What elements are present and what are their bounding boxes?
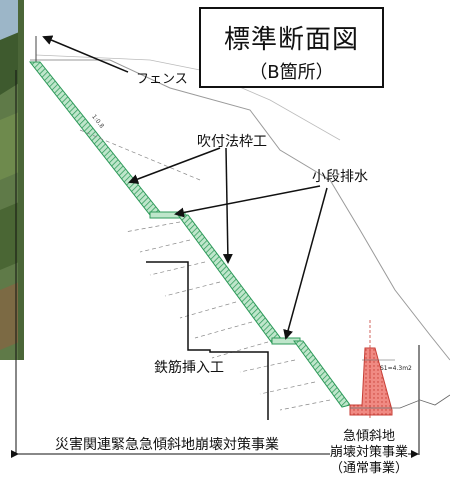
page-subtitle: （B箇所） [249,62,334,83]
label-fence: フェンス [136,72,188,87]
retaining-wall [349,347,393,416]
label-kyukeisha-project: 急傾斜地 崩壊対策事業 （通常事業） [330,429,409,477]
slope-frame-lower [177,214,283,344]
label-kyu-line2: 崩壊対策事業 [330,445,409,460]
title-box: 標準断面図 （B箇所） [199,7,384,88]
slope-frame-bottom [293,340,351,408]
left-photo-strip [0,0,24,360]
label-s1-area: S1=4.3m2 [380,365,412,372]
ground-toe [350,394,450,409]
original-ground-line [30,59,450,361]
label-kyu-line1: 急傾斜地 [343,429,396,444]
rebar-bracket [146,261,269,420]
label-tekkin-sonyu: 鉄筋挿入工 [154,360,224,376]
label-kyu-line3: （通常事業） [330,461,409,476]
fukitsuke-arrow-2 [222,147,233,264]
page-title: 標準断面図 [223,25,359,55]
fukitsuke-arrow-1 [128,147,221,184]
fence-arrow [42,35,129,73]
label-fukitsuke: 吹付法枠工 [197,134,267,150]
rebar-lines [79,129,331,411]
label-kodan-haisui: 小段排水 [312,169,368,185]
kodan-arrow-1 [174,185,321,218]
kodan-arrow-2 [283,187,328,340]
label-saigai-project: 災害関連緊急急傾斜地崩壊対策事業 [55,437,279,453]
